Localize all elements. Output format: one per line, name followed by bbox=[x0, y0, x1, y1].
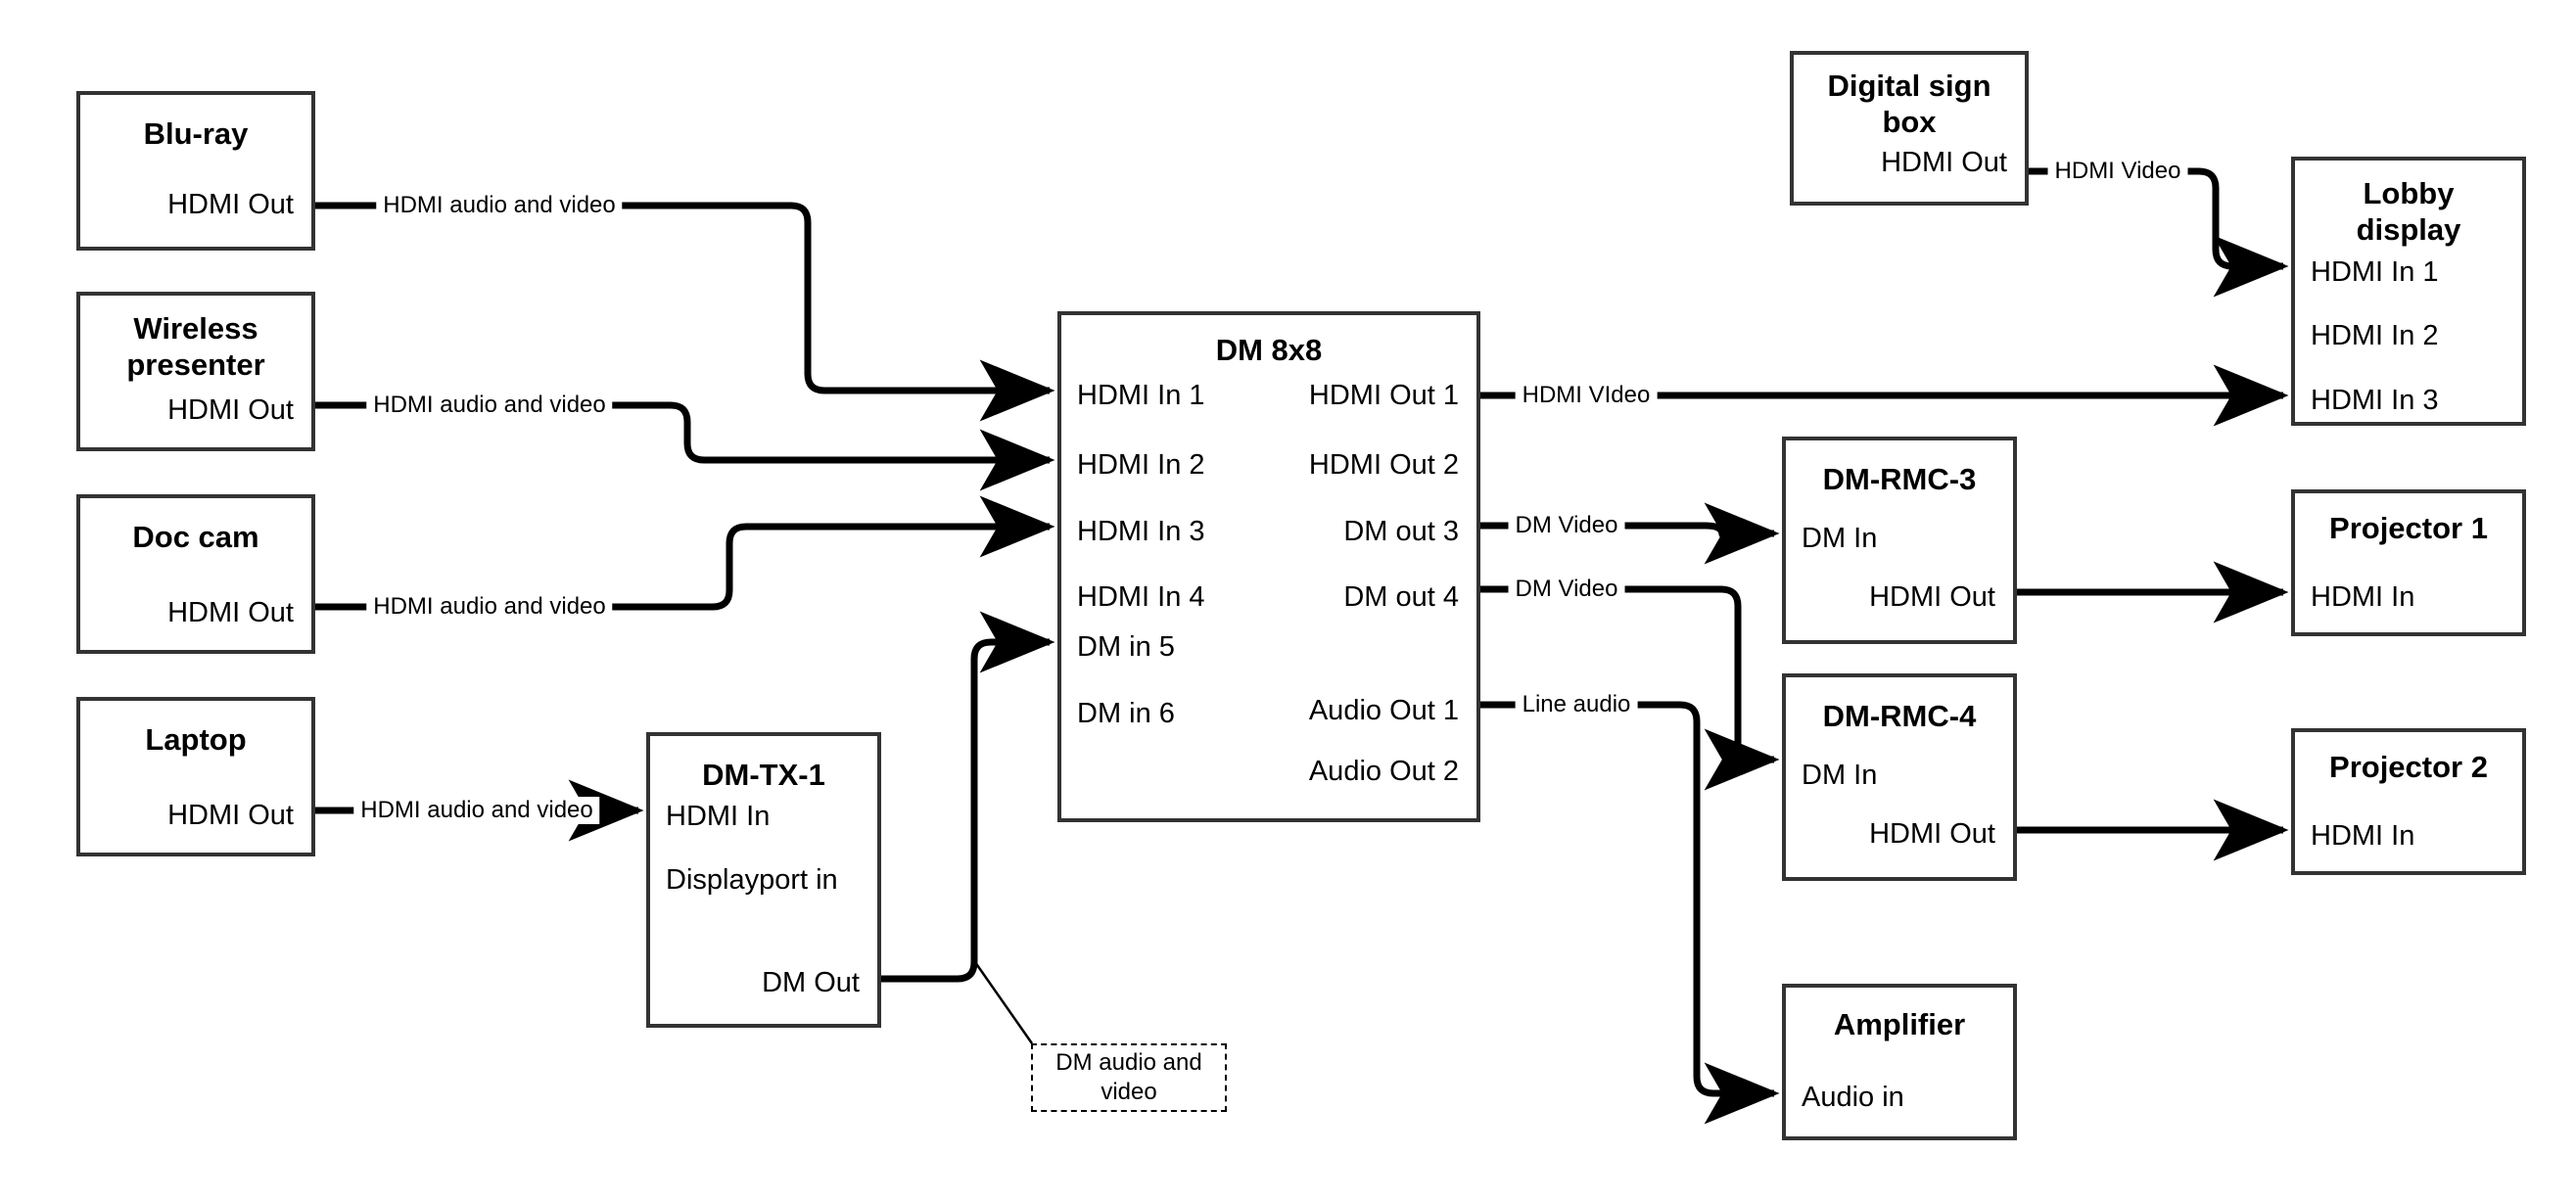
wire-label-laptop-to-dm-tx-1: HDMI audio and video bbox=[353, 797, 600, 824]
node-projector-1[interactable]: Projector 1 HDMI In bbox=[2291, 489, 2526, 636]
wire-label-wireless-presenter-to-dm8x8: HDMI audio and video bbox=[366, 392, 613, 419]
node-title-amplifier: Amplifier bbox=[1833, 1007, 1966, 1041]
port-dm-8x8-hdmi-in-3[interactable]: HDMI In 3 bbox=[1077, 516, 1205, 547]
wire-label-blu-ray-to-dm8x8: HDMI audio and video bbox=[376, 192, 623, 219]
port-dm-8x8-dm-out-4[interactable]: DM out 4 bbox=[1343, 581, 1459, 613]
node-title-dm-rmc-4: DM-RMC-4 bbox=[1822, 699, 1977, 733]
port-dm-8x8-hdmi-out-2[interactable]: HDMI Out 2 bbox=[1308, 449, 1459, 481]
wire-blu-ray-to-dm8x8 bbox=[315, 202, 1055, 422]
port-projector-1-hdmi-in[interactable]: HDMI In bbox=[2311, 581, 2415, 613]
callout-dm-audio-and-video: DM audio and video bbox=[1031, 1043, 1227, 1112]
port-lobby-display-hdmi-in-3[interactable]: HDMI In 3 bbox=[2311, 385, 2439, 416]
node-title-projector-2: Projector 2 bbox=[2329, 750, 2488, 784]
port-dm-tx-1-displayport-in[interactable]: Displayport in bbox=[666, 864, 838, 896]
port-projector-2-hdmi-in[interactable]: HDMI In bbox=[2311, 820, 2415, 852]
port-digital-sign-box-hdmi-out[interactable]: HDMI Out bbox=[1881, 147, 2007, 178]
port-dm-8x8-hdmi-out-1[interactable]: HDMI Out 1 bbox=[1308, 380, 1459, 411]
port-laptop-hdmi-out[interactable]: HDMI Out bbox=[167, 800, 294, 831]
node-title-wireless-presenter: Wireless presenter bbox=[126, 311, 265, 382]
wire-label-dm8x8-to-dm-rmc-4: DM Video bbox=[1508, 576, 1625, 603]
port-dm-rmc-3-hdmi-out[interactable]: HDMI Out bbox=[1869, 581, 1995, 613]
node-dm-rmc-4[interactable]: DM-RMC-4 DM In HDMI Out bbox=[1782, 673, 2017, 881]
port-blu-ray-hdmi-out[interactable]: HDMI Out bbox=[167, 189, 294, 220]
port-dm-rmc-3-dm-in[interactable]: DM In bbox=[1802, 523, 1878, 554]
node-dm-8x8[interactable]: DM 8x8 HDMI In 1 HDMI In 2 HDMI In 3 HDM… bbox=[1057, 311, 1480, 822]
wire-dm8x8-to-dm-rmc-3 bbox=[1480, 502, 1780, 565]
node-title-projector-1: Projector 1 bbox=[2329, 511, 2488, 545]
node-title-lobby-display: Lobby display bbox=[2356, 176, 2461, 247]
node-blu-ray[interactable]: Blu-ray HDMI Out bbox=[76, 91, 315, 251]
node-laptop[interactable]: Laptop HDMI Out bbox=[76, 697, 315, 856]
leader-line-dm-audio-video bbox=[973, 961, 1034, 1044]
node-title-dm-tx-1: DM-TX-1 bbox=[702, 758, 825, 792]
port-dm-rmc-4-dm-in[interactable]: DM In bbox=[1802, 760, 1878, 791]
node-title-blu-ray: Blu-ray bbox=[143, 116, 249, 151]
node-amplifier[interactable]: Amplifier Audio in bbox=[1782, 984, 2017, 1140]
node-dm-tx-1[interactable]: DM-TX-1 HDMI In Displayport in DM Out bbox=[646, 732, 881, 1028]
wire-label-doc-cam-to-dm8x8: HDMI audio and video bbox=[366, 593, 613, 621]
port-dm-8x8-hdmi-in-2[interactable]: HDMI In 2 bbox=[1077, 449, 1205, 481]
port-dm-8x8-hdmi-in-1[interactable]: HDMI In 1 bbox=[1077, 380, 1205, 411]
node-wireless-presenter[interactable]: Wireless presenter HDMI Out bbox=[76, 292, 315, 451]
port-dm-8x8-hdmi-in-4[interactable]: HDMI In 4 bbox=[1077, 581, 1205, 613]
wire-label-dm8x8-to-amplifier: Line audio bbox=[1515, 691, 1638, 718]
node-title-dm-rmc-3: DM-RMC-3 bbox=[1822, 462, 1977, 496]
node-title-dm-8x8: DM 8x8 bbox=[1215, 333, 1323, 367]
port-wireless-presenter-hdmi-out[interactable]: HDMI Out bbox=[167, 394, 294, 426]
wire-digital-sign-box-to-lobby-display bbox=[2029, 167, 2289, 298]
wire-wireless-presenter-to-dm8x8 bbox=[315, 401, 1055, 491]
wire-doc-cam-to-dm8x8 bbox=[315, 495, 1055, 611]
node-title-laptop: Laptop bbox=[145, 722, 247, 757]
port-dm-8x8-dm-in-5[interactable]: DM in 5 bbox=[1077, 631, 1175, 663]
port-dm-8x8-dm-out-3[interactable]: DM out 3 bbox=[1343, 516, 1459, 547]
node-dm-rmc-3[interactable]: DM-RMC-3 DM In HDMI Out bbox=[1782, 437, 2017, 644]
wire-dm-tx-1-to-dm8x8 bbox=[881, 611, 1055, 983]
wire-dm8x8-to-dm-rmc-4 bbox=[1480, 585, 1780, 791]
port-dm-8x8-dm-in-6[interactable]: DM in 6 bbox=[1077, 698, 1175, 729]
port-lobby-display-hdmi-in-2[interactable]: HDMI In 2 bbox=[2311, 320, 2439, 351]
port-dm-rmc-4-hdmi-out[interactable]: HDMI Out bbox=[1869, 818, 1995, 850]
wire-label-digital-sign-box-to-lobby-display: HDMI Video bbox=[2047, 158, 2188, 185]
wire-label-dm8x8-to-dm-rmc-3: DM Video bbox=[1508, 512, 1625, 539]
node-doc-cam[interactable]: Doc cam HDMI Out bbox=[76, 494, 315, 654]
node-title-digital-sign-box: Digital sign box bbox=[1827, 69, 1991, 139]
port-doc-cam-hdmi-out[interactable]: HDMI Out bbox=[167, 597, 294, 628]
port-dm-tx-1-dm-out[interactable]: DM Out bbox=[762, 967, 860, 998]
wire-dm8x8-to-amplifier bbox=[1480, 701, 1780, 1125]
port-dm-8x8-audio-out-2[interactable]: Audio Out 2 bbox=[1308, 756, 1459, 787]
port-lobby-display-hdmi-in-1[interactable]: HDMI In 1 bbox=[2311, 256, 2439, 288]
node-title-doc-cam: Doc cam bbox=[132, 520, 259, 554]
port-dm-8x8-audio-out-1[interactable]: Audio Out 1 bbox=[1308, 695, 1459, 726]
node-projector-2[interactable]: Projector 2 HDMI In bbox=[2291, 728, 2526, 875]
port-dm-tx-1-hdmi-in[interactable]: HDMI In bbox=[666, 801, 771, 832]
node-lobby-display[interactable]: Lobby display HDMI In 1 HDMI In 2 HDMI I… bbox=[2291, 157, 2526, 426]
port-amplifier-audio-in[interactable]: Audio in bbox=[1802, 1082, 1904, 1113]
wire-label-dm8x8-to-lobby-display: HDMI VIdeo bbox=[1515, 382, 1658, 409]
node-digital-sign-box[interactable]: Digital sign box HDMI Out bbox=[1790, 51, 2029, 206]
